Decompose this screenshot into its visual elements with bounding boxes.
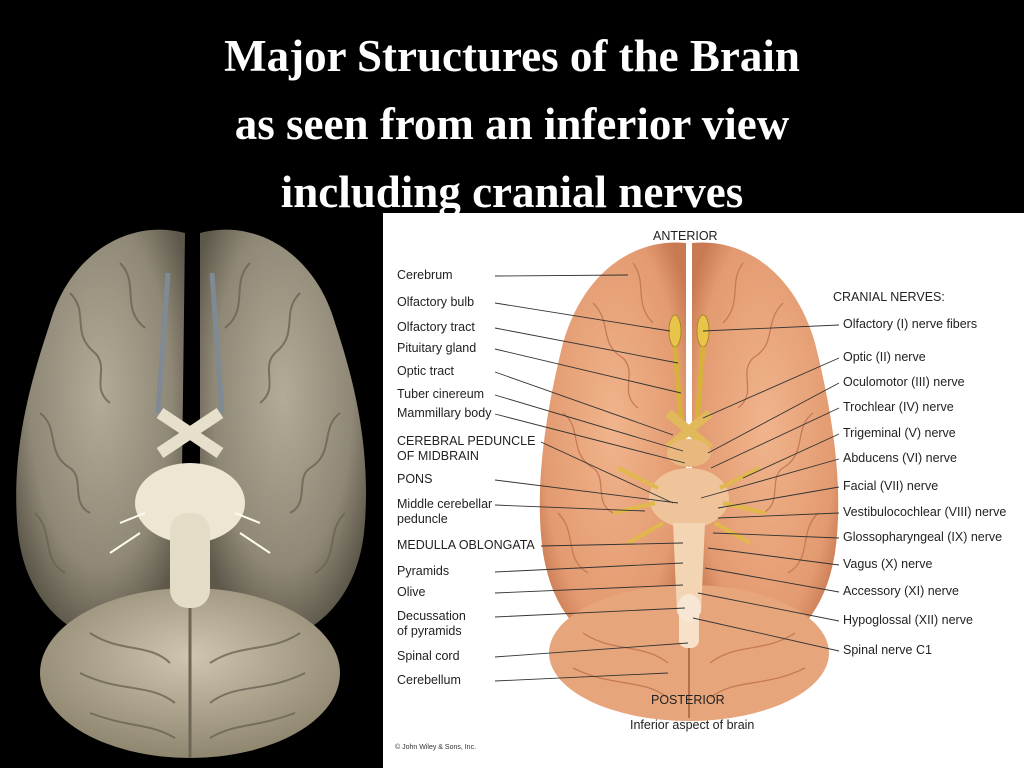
label-cerebrum: Cerebrum bbox=[397, 268, 453, 283]
label-pons-line-1: PONS bbox=[397, 472, 433, 486]
cranial-nerves-header: CRANIAL NERVES: bbox=[833, 290, 945, 304]
title-line-3: including cranial nerves bbox=[280, 167, 744, 217]
label-trochlear-nerve: Trochlear (IV) nerve bbox=[843, 400, 954, 414]
label-mammillary-body: Mammillary body bbox=[397, 406, 491, 421]
label-anterior: ANTERIOR bbox=[653, 229, 718, 243]
label-olfactory-nerve: Olfactory (I) nerve fibers bbox=[843, 317, 978, 331]
label-tuber-cinereum: Tuber cinereum bbox=[397, 387, 484, 402]
label-olfactory-tract-line-1: Olfactory tract bbox=[397, 320, 475, 334]
brain-photograph bbox=[0, 213, 383, 768]
label-spinal-nerve-c1: Spinal nerve C1 bbox=[843, 643, 932, 657]
label-decussation-line-2: of pyramids bbox=[397, 624, 462, 638]
label-optic-nerve: Optic (II) nerve bbox=[843, 350, 926, 364]
label-pituitary-gland-line-1: Pituitary gland bbox=[397, 341, 477, 355]
label-optic-tract: Optic tract bbox=[397, 364, 454, 379]
label-accessory-nerve: Accessory (XI) nerve bbox=[843, 584, 960, 598]
label-cerebral-peduncle-line-2: OF MIDBRAIN bbox=[397, 449, 479, 463]
label-glossopharyngeal-nerve: Glossopharyngeal (IX) nerve bbox=[843, 530, 1003, 544]
label-facial-nerve: Facial (VII) nerve bbox=[843, 479, 939, 493]
brain-photo-illustration bbox=[0, 213, 383, 768]
label-vagus-nerve: Vagus (X) nerve bbox=[843, 557, 933, 571]
label-tuber-cinereum-line-1: Tuber cinereum bbox=[397, 387, 485, 401]
title-line-2: as seen from an inferior view bbox=[234, 99, 790, 149]
label-cerebellum: Cerebellum bbox=[397, 673, 461, 688]
label-spinal-cord-line-1: Spinal cord bbox=[397, 649, 460, 663]
label-cerebellum-line-1: Cerebellum bbox=[397, 673, 461, 687]
slide-title: Major Structures of the Brain as seen fr… bbox=[0, 22, 1024, 226]
label-posterior: POSTERIOR bbox=[651, 693, 725, 707]
label-hypoglossal-nerve: Hypoglossal (XII) nerve bbox=[843, 613, 973, 627]
label-cerebrum-line-1: Cerebrum bbox=[397, 268, 453, 282]
label-pyramids: Pyramids bbox=[397, 564, 449, 579]
label-middle-cerebellar-peduncle-line-2: peduncle bbox=[397, 512, 448, 526]
label-spinal-cord: Spinal cord bbox=[397, 649, 460, 664]
label-olfactory-tract: Olfactory tract bbox=[397, 320, 475, 335]
label-olive-line-1: Olive bbox=[397, 585, 426, 599]
labeled-diagram-panel: ANTERIOR POSTERIOR Inferior aspect of br… bbox=[383, 213, 1024, 768]
label-medulla-oblongata-line-1: MEDULLA OBLONGATA bbox=[397, 538, 535, 552]
label-optic-tract-line-1: Optic tract bbox=[397, 364, 454, 378]
label-abducens-nerve: Abducens (VI) nerve bbox=[843, 451, 957, 465]
label-decussation-line-1: Decussation bbox=[397, 609, 466, 623]
label-medulla-oblongata: MEDULLA OBLONGATA bbox=[397, 538, 535, 553]
label-olfactory-bulb: Olfactory bulb bbox=[397, 295, 474, 310]
label-mammillary-body-line-1: Mammillary body bbox=[397, 406, 492, 420]
label-olive: Olive bbox=[397, 585, 425, 600]
diagram-caption: Inferior aspect of brain bbox=[630, 718, 755, 732]
label-oculomotor-nerve: Oculomotor (III) nerve bbox=[843, 375, 965, 389]
copyright-notice: © John Wiley & Sons, Inc. bbox=[395, 744, 477, 751]
label-cerebral-peduncle-line-1: CEREBRAL PEDUNCLE bbox=[397, 434, 536, 448]
label-vestibulocochlear-nerve: Vestibulocochlear (VIII) nerve bbox=[843, 505, 1007, 519]
label-middle-cerebellar-peduncle-line-1: Middle cerebellar bbox=[397, 497, 493, 511]
label-olfactory-bulb-line-1: Olfactory bulb bbox=[397, 295, 475, 309]
label-pons: PONS bbox=[397, 472, 432, 487]
label-pituitary-gland: Pituitary gland bbox=[397, 341, 476, 356]
label-trigeminal-nerve: Trigeminal (V) nerve bbox=[843, 426, 956, 440]
label-pyramids-line-1: Pyramids bbox=[397, 564, 450, 578]
title-line-1: Major Structures of the Brain bbox=[224, 31, 800, 81]
